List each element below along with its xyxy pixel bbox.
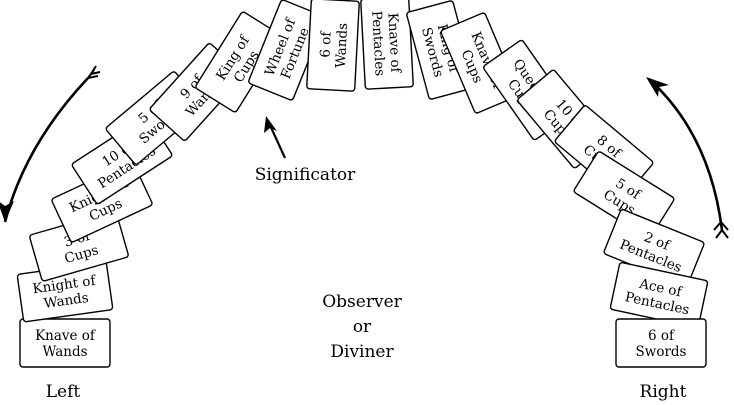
right-label: Right: [640, 382, 687, 402]
diviner-label: Diviner: [330, 342, 394, 362]
card-10: 6 ofWands: [306, 0, 360, 92]
observer-label: Observer: [322, 292, 402, 312]
right-rotation-arrow: [646, 77, 729, 239]
card-frame: [360, 0, 414, 90]
card-label: 6 ofWands: [317, 22, 351, 69]
card-11: Knave ofPentacles: [360, 0, 414, 90]
card-frame: [19, 318, 111, 368]
card-frame: [573, 151, 675, 239]
card-frame: [306, 0, 360, 92]
card-label: Knave ofPentacles: [368, 10, 403, 77]
or-label: or: [353, 317, 372, 337]
significator-pointer: [264, 116, 287, 159]
card-9: Wheel ofFortune: [248, 0, 326, 101]
card-frame: [615, 318, 707, 368]
left-label: Left: [46, 382, 81, 402]
significator-label: Significator: [255, 165, 356, 185]
left-rotation-arrow: [0, 65, 101, 223]
card-19: Ace ofPentacles: [609, 262, 709, 328]
card-label: Knight ofWands: [32, 273, 100, 314]
